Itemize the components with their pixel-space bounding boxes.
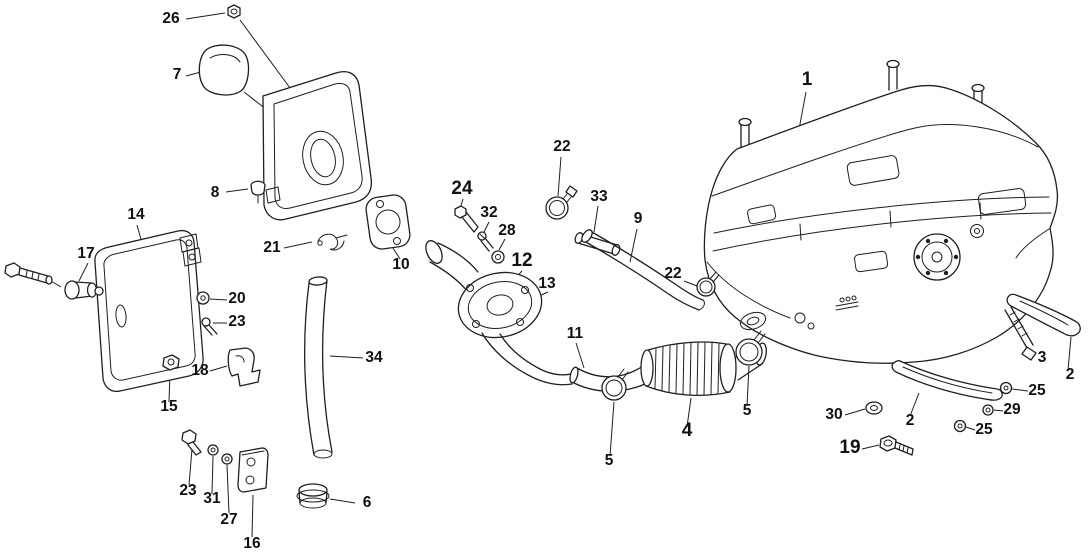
part-label-17: 17 (77, 245, 94, 262)
part-label-25-upper: 25 (1028, 382, 1046, 399)
part-label-8: 8 (211, 184, 220, 201)
bolt-24-drawing (454, 205, 479, 233)
nut-15-drawing (162, 354, 180, 371)
part-label-5-right: 5 (743, 402, 752, 419)
part-label-7: 7 (173, 66, 182, 83)
part-label-2-right: 2 (1066, 366, 1075, 383)
tank-grommet-drawing (865, 401, 883, 415)
grommet-6-drawing (296, 483, 330, 509)
tank-strap-bottom (891, 359, 1003, 401)
hose-clamp-22-top-drawing (545, 185, 578, 220)
part-label-23-lower: 23 (179, 482, 197, 499)
part-label-10: 10 (392, 256, 409, 273)
hose-clamp-22-mid-drawing (696, 271, 720, 297)
part-label-15: 15 (160, 398, 178, 415)
filler-lid-drawing (250, 70, 373, 221)
tank-strap-right (1006, 293, 1081, 337)
part-label-3: 3 (1038, 349, 1047, 366)
part-label-5-left: 5 (605, 452, 614, 469)
part-label-25-lower: 25 (975, 421, 993, 438)
hook-bracket-drawing (227, 347, 261, 387)
latch-17-drawing (4, 262, 104, 300)
part-label-22-mid: 22 (664, 265, 681, 282)
part-label-30: 30 (825, 406, 842, 423)
bracket-16-drawing (237, 447, 269, 493)
bolt-23-lower-drawing (181, 429, 202, 456)
part-label-19: 19 (839, 437, 860, 458)
part-label-4: 4 (682, 420, 693, 441)
fuel-tank-drawing (703, 59, 1059, 364)
strap-bolt-drawing (1004, 306, 1037, 361)
washer-27-drawing (221, 453, 233, 465)
part-label-13: 13 (538, 275, 556, 292)
filler-neck-drawing (425, 240, 578, 386)
part-labels: 26 7 8 14 17 21 10 24 32 28 22 33 9 22 1… (77, 10, 1074, 552)
part-label-18: 18 (191, 362, 209, 379)
washer-20-drawing (196, 291, 210, 305)
part-label-6: 6 (363, 494, 372, 511)
part-label-33: 33 (590, 188, 608, 205)
part-label-9: 9 (634, 210, 643, 227)
part-label-1: 1 (802, 69, 813, 90)
part-label-32: 32 (480, 204, 497, 221)
part-label-2-bottom: 2 (906, 412, 915, 429)
hose-clamp-5-right-drawing (735, 330, 766, 366)
leader-lines (50, 12, 1072, 538)
part-label-21: 21 (263, 239, 281, 256)
corrugated-hose-drawing (640, 341, 737, 397)
hose-clamp-5-left-drawing (601, 368, 629, 401)
filler-cap-drawing (198, 44, 250, 96)
part-label-31: 31 (203, 490, 221, 507)
washer-28-drawing (491, 250, 505, 264)
nut-26-drawing (227, 4, 241, 19)
gasket-plate-drawing (365, 194, 411, 250)
part-label-26: 26 (162, 10, 180, 27)
grommet-8-drawing (250, 180, 266, 204)
wire-clip-drawing (317, 233, 348, 251)
breather-pipe-drawing (581, 229, 705, 311)
strap-washers (953, 381, 1013, 433)
drain-hose-drawing (304, 276, 333, 459)
part-label-11: 11 (567, 325, 584, 342)
part-label-12: 12 (511, 250, 532, 271)
lid-housing-drawing (94, 229, 204, 393)
washer-31-drawing (207, 444, 219, 456)
tank-bolt-drawing (879, 435, 914, 456)
part-label-23-upper: 23 (228, 313, 246, 330)
screw-23-upper-drawing (201, 317, 218, 336)
part-label-14: 14 (127, 206, 145, 223)
screw-32-drawing (477, 231, 494, 252)
part-label-27: 27 (220, 511, 237, 528)
part-label-28: 28 (498, 222, 516, 239)
part-label-20: 20 (228, 290, 245, 307)
part-label-24: 24 (451, 178, 473, 199)
fuel-sender-unit (913, 233, 961, 281)
part-label-29: 29 (1003, 401, 1021, 418)
part-label-16: 16 (243, 535, 261, 552)
part-label-34: 34 (365, 349, 383, 366)
part-label-22-top: 22 (553, 138, 570, 155)
